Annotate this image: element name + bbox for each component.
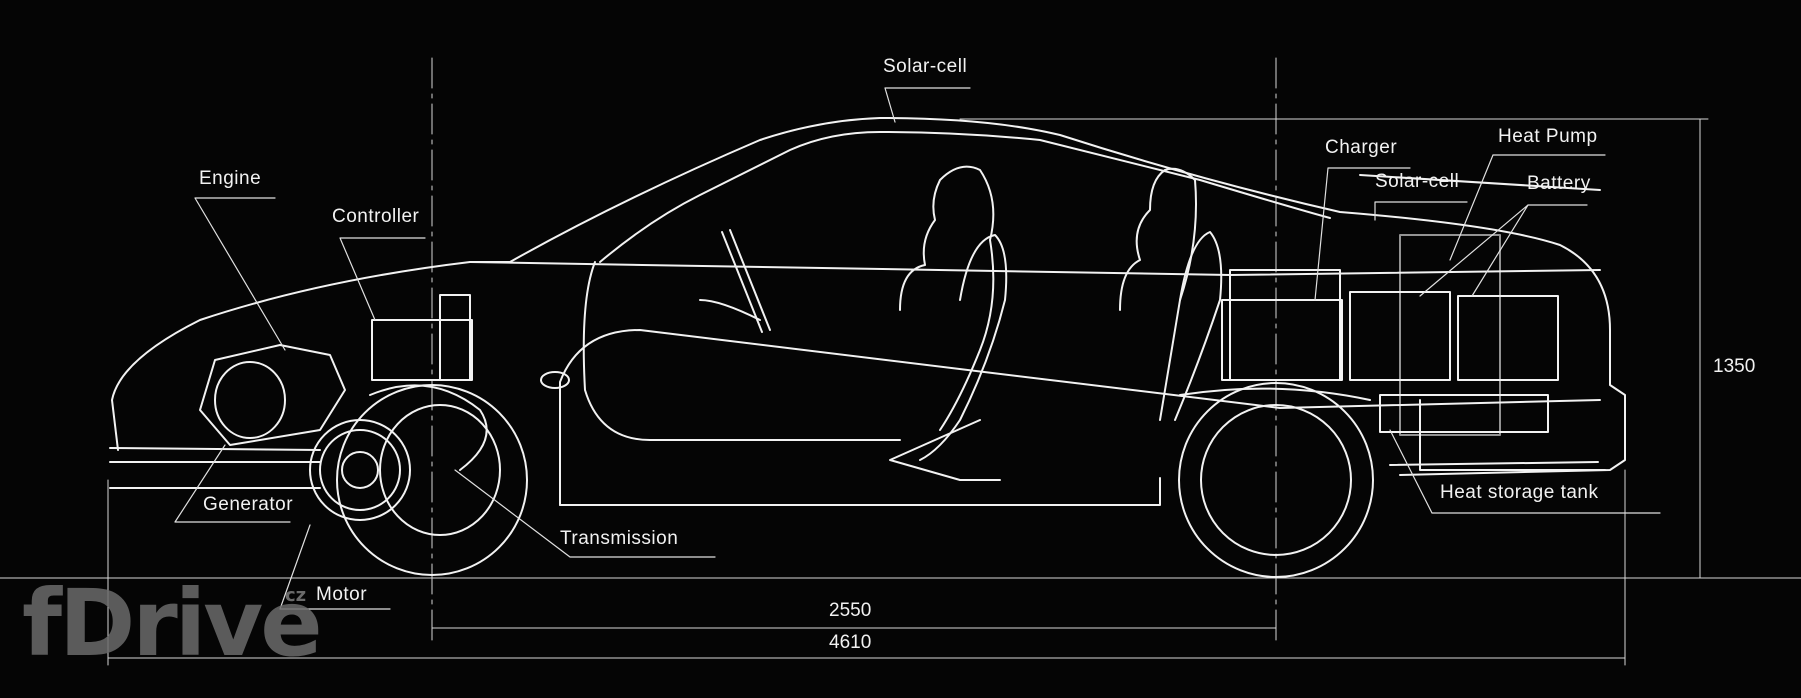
dimension-height: 1350 [1713,356,1756,377]
label-solar-cell-roof: Solar-cell [883,56,968,77]
wheels [1178,382,1374,578]
label-transmission: Transmission [560,528,679,549]
leader-lines [174,87,1661,610]
label-battery: Battery [1527,173,1591,194]
label-motor: Motor [316,584,368,605]
seats-and-occupants [699,165,1223,481]
label-heat-pump: Heat Pump [1498,126,1598,147]
powertrain-components [199,294,570,576]
label-heat-storage-tank: Heat storage tank [1440,482,1599,503]
dimension-wheelbase: 2550 [829,600,872,621]
label-generator: Generator [203,494,294,515]
watermark-superscript: cz [285,585,307,606]
car-body-outline [109,117,1626,506]
label-solar-cell-rear: Solar-cell [1375,171,1460,192]
label-charger: Charger [1325,137,1398,158]
label-controller: Controller [332,206,420,227]
dimension-overall-length: 4610 [829,632,872,653]
rear-components [1221,174,1601,466]
watermark-logo: fDrive [22,570,323,677]
dimension-lines [0,57,1801,666]
label-engine: Engine [199,168,262,189]
